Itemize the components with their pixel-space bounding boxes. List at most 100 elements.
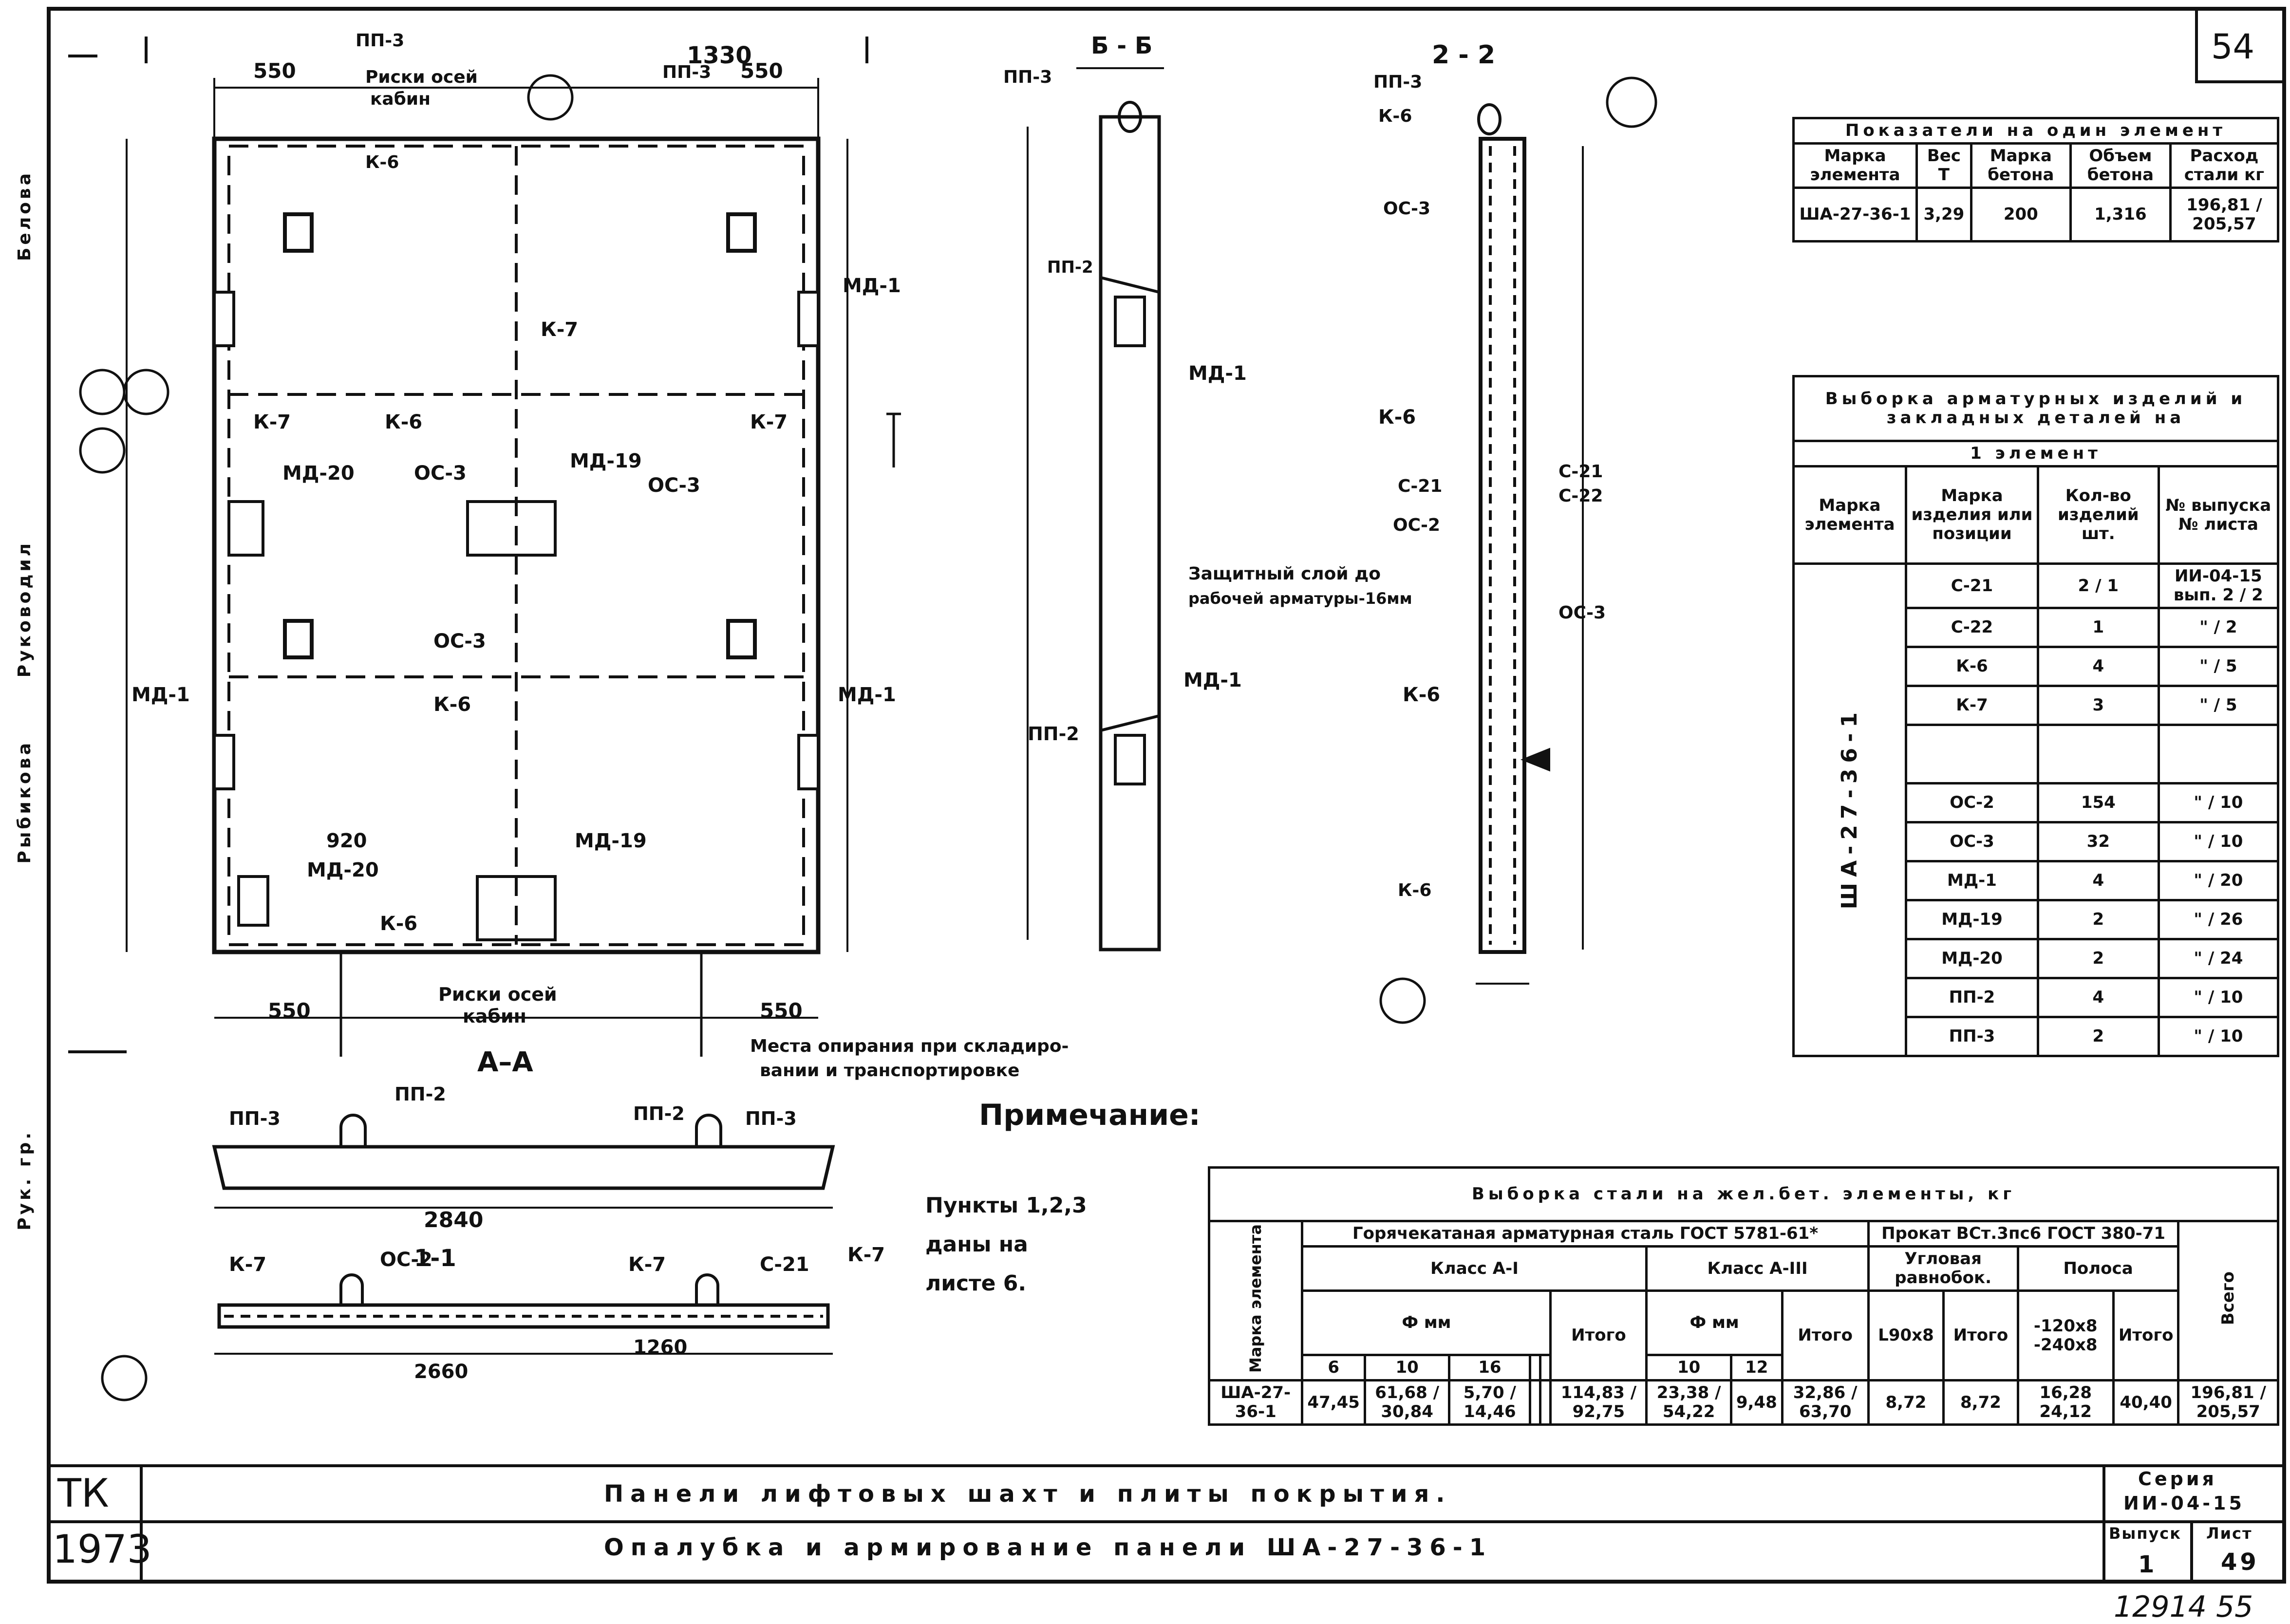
steel-class-a3: Класс А-III [1645,1245,1870,1292]
sheet-title-1: Панели лифтовых шахт и плиты покрытия. [604,1480,1452,1508]
sel-row-issue: " / 10 [2157,782,2280,824]
steel-phi-a3: Ф мм [1645,1289,1783,1357]
issue-label: Выпуск [2109,1524,2181,1543]
stamp-role-2: Рук. гр. [15,1130,35,1231]
steel-col-a3-12: 12 [1729,1354,1783,1382]
svg-text:2 - 2: 2 - 2 [1432,40,1495,70]
svg-text:МД-19: МД-19 [575,830,647,852]
steel-row-a1-6: 47,45 [1301,1379,1366,1426]
svg-text:ПП-2: ПП-2 [1028,723,1079,745]
steel-col-a3-10: 10 [1645,1354,1732,1382]
steel-total-header: Всего [2177,1219,2279,1382]
steel-row-a1-10: 61,68 / 30,84 [1363,1379,1451,1426]
steel-col-blank [1529,1354,1542,1382]
sel-row-issue: " / 10 [2157,977,2280,1019]
svg-text:МД-1: МД-1 [1188,362,1247,385]
stamp-role-1: Руководил [15,541,35,678]
sel-row-mark: МД-1 [1905,860,2039,902]
steel-row-a1-total: 114,83 / 92,75 [1549,1379,1648,1426]
steel-row-angle: 8,72 [1867,1379,1945,1426]
svg-text:Пункты 1,2,3: Пункты 1,2,3 [925,1193,1087,1218]
steel-angle-header: Угловая равнобок. [1867,1245,2019,1292]
stamp-name-2: Рыбикова [15,740,35,864]
svg-text:ОС-3: ОС-3 [648,474,700,497]
steel-row-blank [1539,1379,1552,1426]
svg-text:Места опирания при складиро-: Места опирания при складиро- [750,1036,1069,1056]
sel-row-mark: ОС-2 [1905,782,2039,824]
sel-row-qty: 4 [2037,646,2160,688]
svg-text:1-1: 1-1 [414,1245,456,1272]
svg-text:К-6: К-6 [380,913,417,935]
svg-text:МД-1: МД-1 [838,684,896,706]
svg-text:ОС-3: ОС-3 [1558,603,1606,623]
ind-header-weight: Вес Т [1915,142,1972,189]
svg-text:рабочей арматуры-16мм: рабочей арматуры-16мм [1188,589,1412,608]
steel-row-strip-total: 40,40 [2112,1379,2180,1426]
steel-itogo-a1: Итого [1549,1289,1648,1382]
svg-text:550: 550 [740,59,783,83]
svg-text:К-6: К-6 [433,693,471,716]
indicators-caption: Показатели на один элемент [1792,116,2279,145]
svg-text:12914 55: 12914 55 [2114,1590,2253,1622]
svg-text:С-21: С-21 [1558,462,1603,482]
svg-text:К-7: К-7 [628,1253,666,1276]
sel-row-mark: К-6 [1905,646,2039,688]
svg-text:вании и транспортировке: вании и транспортировке [760,1061,1019,1081]
ind-cell-steel: 196,81 / 205,57 [2169,187,2280,243]
org-label: ТК [57,1471,109,1516]
svg-text:К-7: К-7 [847,1244,885,1266]
sel-row-issue: " / 2 [2157,607,2280,649]
ind-header-steel: Расход стали кг [2169,142,2280,189]
svg-text:К-7: К-7 [253,411,291,433]
sel-row-issue: " / 5 [2157,646,2280,688]
svg-text:МД-19: МД-19 [570,450,642,472]
sel-row-issue: " / 5 [2157,685,2280,727]
steel-col-6: 6 [1301,1354,1366,1382]
series-value: ИИ-04-15 [2123,1493,2245,1514]
sel-row-qty: 1 [2037,607,2160,649]
sel-row-mark: МД-20 [1905,938,2039,980]
steel-angle-size: L90х8 [1867,1289,1945,1382]
selection-caption-2: 1 элемент [1792,439,2279,468]
svg-text:К-7: К-7 [750,411,788,433]
ind-header-mark: Марка элемента [1792,142,1918,189]
sel-element: ША-27-36-1 [1792,562,1907,1058]
svg-text:Примечание:: Примечание: [979,1098,1201,1132]
svg-text:920: 920 [326,830,367,852]
list-label: Лист [2206,1524,2252,1543]
svg-text:ПП-3: ПП-3 [662,62,711,82]
stamp-name-1: Белова [15,170,35,261]
svg-text:кабин: кабин [463,1006,526,1027]
svg-text:МД-20: МД-20 [282,462,355,485]
sel-header-element: Марка элемента [1792,465,1907,565]
svg-text:Защитный слой до: Защитный слой до [1188,564,1381,584]
selection-table: Выборка арматурных изделий и закладных д… [1792,375,2280,1058]
svg-text:ПП-3: ПП-3 [745,1108,797,1129]
svg-text:К-6: К-6 [1378,406,1416,429]
ind-cell-mark: ША-27-36-1 [1792,187,1918,243]
list-value: 49 [2221,1549,2259,1576]
svg-text:С-22: С-22 [1558,486,1603,506]
ind-cell-volume: 1,316 [2069,187,2172,243]
svg-text:2660: 2660 [414,1361,468,1383]
sel-row-issue: " / 26 [2157,899,2280,941]
sel-header-item: Марка изделия или позиции [1905,465,2039,565]
svg-text:ПП-3: ПП-3 [1003,67,1052,87]
svg-text:ПП-2: ПП-2 [633,1103,685,1124]
ind-cell-concrete: 200 [1970,187,2072,243]
svg-text:Риски осей: Риски осей [438,984,557,1005]
svg-text:ПП-2: ПП-2 [1047,258,1093,277]
indicators-table: Показатели на один элемент Марка элемент… [1792,116,2280,243]
svg-text:МД-1: МД-1 [131,684,190,706]
sel-row-qty: 2 / 1 [2037,562,2160,610]
steel-row-mark: ША-27-36-1 [1207,1379,1304,1426]
svg-text:К-6: К-6 [365,152,399,172]
steel-strip-sizes: -120х8 -240х8 [2016,1289,2115,1382]
steel-row-a1-16: 5,70 / 14,46 [1448,1379,1532,1426]
svg-text:ОС-3: ОС-3 [1383,199,1430,219]
svg-text:даны на: даны на [925,1232,1028,1257]
svg-text:ПП-3: ПП-3 [356,31,404,51]
sel-row-mark: ОС-3 [1905,821,2039,863]
steel-row-strip: 16,28 24,12 [2016,1379,2115,1426]
sel-row-issue: " / 10 [2157,1016,2280,1058]
